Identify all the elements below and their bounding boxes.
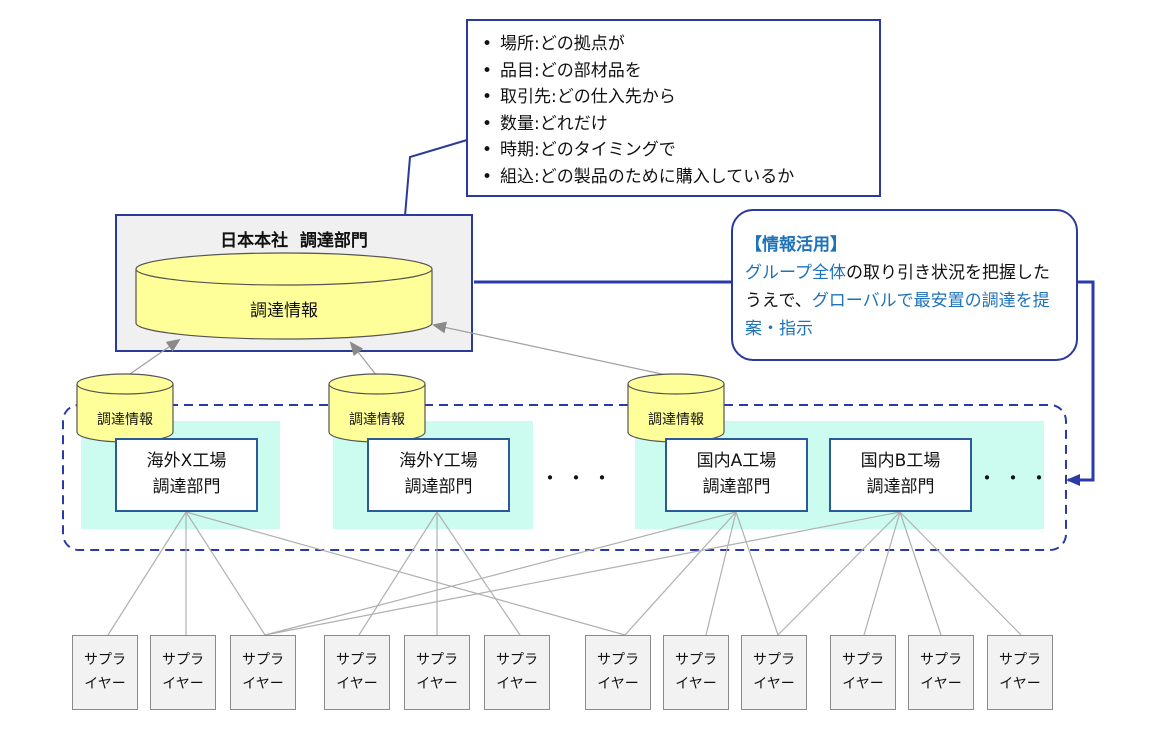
supplier-label: サプラ bbox=[597, 652, 639, 668]
callout-item: 組込:どの製品のために購入しているか bbox=[482, 164, 865, 191]
link-line bbox=[264, 511, 901, 636]
hq-database-icon bbox=[135, 252, 433, 340]
callout-box: 場所:どの拠点が 品目:どの部材品を 取引先:どの仕入先から 数量:どれだけ 時… bbox=[466, 19, 881, 197]
supplier-label: イヤー bbox=[597, 676, 639, 692]
link-line bbox=[863, 511, 901, 636]
supplier-label: イヤー bbox=[675, 676, 717, 692]
supplier-box: サプライヤー bbox=[830, 635, 896, 710]
callout-item: 取引先:どの仕入先から bbox=[482, 84, 865, 111]
upload-arrow bbox=[432, 321, 672, 377]
link-line bbox=[185, 511, 266, 636]
supplier-box: サプライヤー bbox=[663, 635, 729, 710]
upload-arrow bbox=[349, 341, 378, 377]
factory-db-y-icon bbox=[328, 373, 426, 443]
hq-db-label: 調達情報 bbox=[250, 301, 318, 321]
supplier-label: サプラ bbox=[416, 652, 458, 668]
supplier-label: サプラ bbox=[84, 652, 126, 668]
supplier-box: サプライヤー bbox=[324, 635, 390, 710]
upload-arrows bbox=[126, 321, 672, 377]
info-highlight: グローバルで最安置の調達を提案・指示 bbox=[745, 291, 1050, 339]
supplier-label: サプラ bbox=[753, 652, 795, 668]
info-text: の取り引き状況を把握したうえで、 bbox=[745, 263, 1050, 311]
link-line bbox=[185, 511, 626, 636]
callout-item: 数量:どれだけ bbox=[482, 111, 865, 138]
supplier-label: イヤー bbox=[84, 676, 126, 692]
callout-item: 時期:どのタイミングで bbox=[482, 137, 865, 164]
factory-db-label: 調達情報 bbox=[97, 412, 153, 428]
factory-box-domestic-a: 国内A工場 調達部門 bbox=[665, 438, 808, 512]
supplier-label: サプラ bbox=[675, 652, 717, 668]
callout-item: 場所:どの拠点が bbox=[482, 31, 865, 58]
ellipsis: ・・・ bbox=[540, 466, 618, 490]
link-line bbox=[777, 511, 901, 636]
factory-box-overseas-y: 海外Y工場 調達部門 bbox=[367, 438, 510, 512]
supplier-box: サプライヤー bbox=[230, 635, 296, 710]
info-highlight: グループ全体 bbox=[745, 263, 846, 283]
info-body: グループ全体の取り引き状況を把握したうえで、グローバルで最安置の調達を提案・指示 bbox=[745, 259, 1064, 343]
factory-name: 海外X工場 bbox=[146, 451, 227, 471]
link-line bbox=[899, 511, 1022, 636]
link-line bbox=[264, 511, 737, 636]
info-usage-box: 【情報活用】 グループ全体の取り引き状況を把握したうえで、グローバルで最安置の調… bbox=[731, 209, 1078, 361]
link-line bbox=[705, 511, 737, 636]
upload-arrow bbox=[126, 338, 181, 377]
supplier-label: イヤー bbox=[842, 676, 884, 692]
factory-name: 国内B工場 bbox=[860, 451, 941, 471]
link-line bbox=[735, 511, 779, 636]
link-line bbox=[107, 511, 187, 636]
supplier-label: イヤー bbox=[999, 676, 1041, 692]
supplier-label: イヤー bbox=[162, 676, 204, 692]
supplier-box: サプライヤー bbox=[404, 635, 470, 710]
factory-box-overseas-x: 海外X工場 調達部門 bbox=[115, 438, 258, 512]
factory-box-domestic-b: 国内B工場 調達部門 bbox=[829, 438, 972, 512]
supplier-label: サプラ bbox=[999, 652, 1041, 668]
callout-list: 場所:どの拠点が 品目:どの部材品を 取引先:どの仕入先から 数量:どれだけ 時… bbox=[482, 31, 865, 190]
supplier-label: サプラ bbox=[920, 652, 962, 668]
factory-name: 国内A工場 bbox=[696, 451, 777, 471]
supplier-box: サプライヤー bbox=[585, 635, 651, 710]
factory-dept: 調達部門 bbox=[152, 477, 221, 497]
supplier-box: サプライヤー bbox=[741, 635, 807, 710]
hq-title: 日本本社 調達部門 bbox=[220, 231, 368, 251]
supplier-label: イヤー bbox=[242, 676, 284, 692]
supplier-box: サプライヤー bbox=[908, 635, 974, 710]
supplier-label: イヤー bbox=[496, 676, 538, 692]
supplier-label: イヤー bbox=[920, 676, 962, 692]
supplier-label: サプラ bbox=[496, 652, 538, 668]
supplier-links bbox=[107, 511, 1022, 636]
callout-item: 品目:どの部材品を bbox=[482, 58, 865, 85]
factory-db-x-icon bbox=[76, 373, 174, 443]
supplier-label: サプラ bbox=[336, 652, 378, 668]
factory-db-a-icon bbox=[627, 373, 725, 443]
factory-dept: 調達部門 bbox=[404, 477, 473, 497]
link-line bbox=[436, 511, 521, 636]
supplier-label: イヤー bbox=[416, 676, 458, 692]
factory-name: 海外Y工場 bbox=[399, 451, 478, 471]
ellipsis: ・・・ bbox=[977, 466, 1055, 490]
factory-dept: 調達部門 bbox=[866, 477, 935, 497]
factory-db-label: 調達情報 bbox=[349, 412, 405, 428]
supplier-box: サプライヤー bbox=[987, 635, 1053, 710]
supplier-box: サプライヤー bbox=[484, 635, 550, 710]
supplier-label: イヤー bbox=[336, 676, 378, 692]
link-line bbox=[899, 511, 942, 636]
supplier-box: サプライヤー bbox=[72, 635, 138, 710]
supplier-label: サプラ bbox=[242, 652, 284, 668]
supplier-label: サプラ bbox=[162, 652, 204, 668]
supplier-box: サプライヤー bbox=[150, 635, 216, 710]
factory-db-label: 調達情報 bbox=[648, 412, 704, 428]
info-heading: 【情報活用】 bbox=[745, 235, 847, 255]
supplier-label: イヤー bbox=[753, 676, 795, 692]
supplier-label: サプラ bbox=[842, 652, 884, 668]
factory-dept: 調達部門 bbox=[702, 477, 771, 497]
link-line bbox=[624, 511, 737, 636]
link-line bbox=[358, 511, 438, 636]
info-to-factories-arrow bbox=[1066, 280, 1095, 486]
